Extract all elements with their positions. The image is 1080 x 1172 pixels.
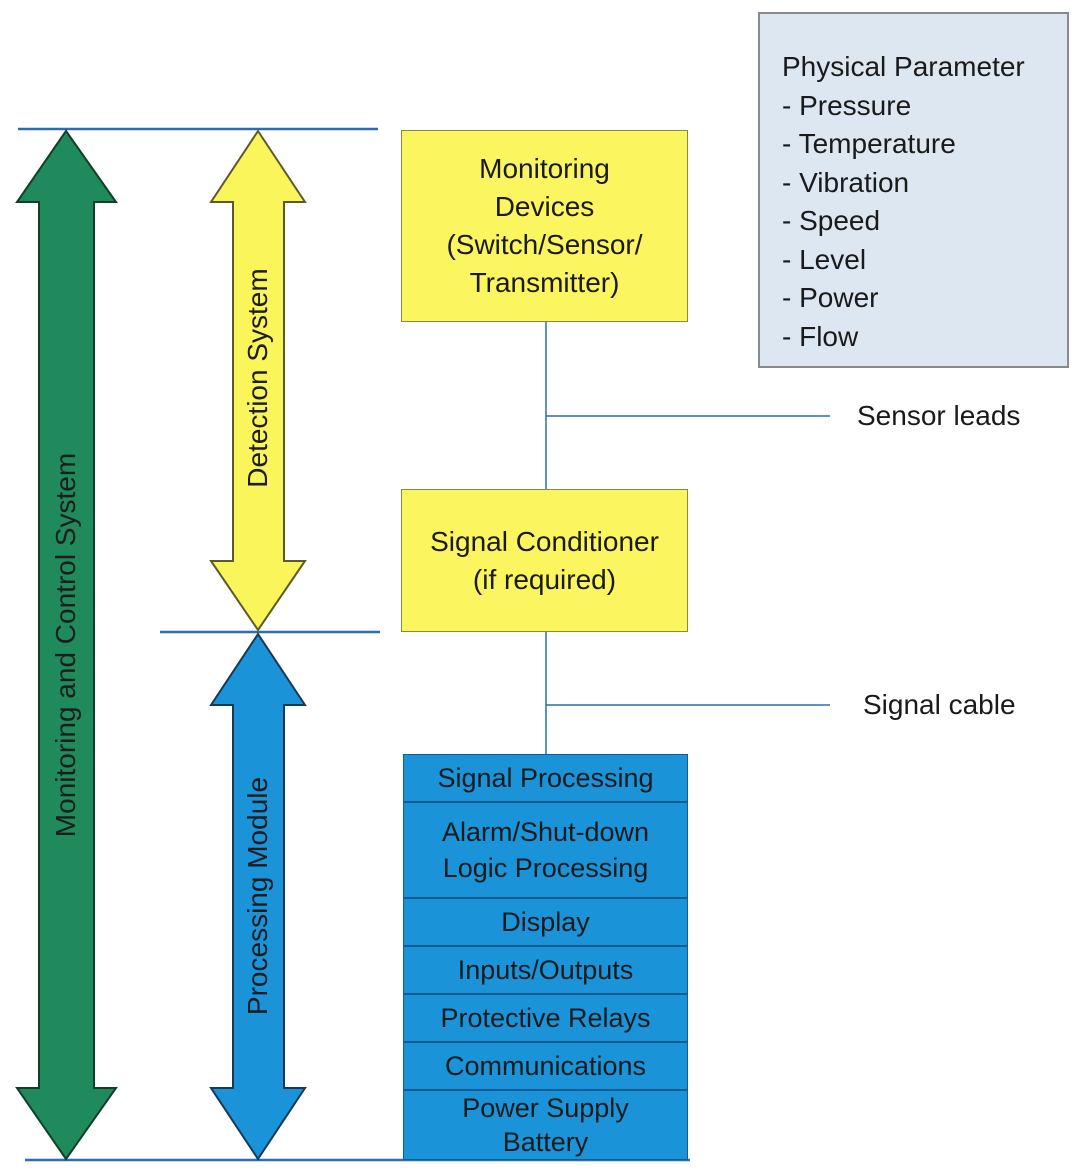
processing-module-arrow [209, 632, 307, 1161]
signal-cable-label: Signal cable [863, 689, 1016, 720]
processing-cell-label: Alarm/Shut-down [441, 817, 650, 847]
monitoring-devices-line-3: (Switch/Sensor/ [446, 229, 643, 260]
physical-parameter-legend: Physical Parameter - Pressure - Temperat… [758, 12, 1069, 368]
processing-module-label: Processing Module [242, 776, 273, 1016]
processing-cell-label: Display [501, 907, 590, 937]
signal-conditioner-line-1: Signal Conditioner [430, 525, 659, 557]
processing-cell-signal-processing: Signal Processing [403, 754, 688, 802]
processing-cell-alarm-logic: Alarm/Shut-down Logic Processing [403, 802, 688, 898]
monitoring-devices-line-4: Transmitter) [469, 267, 620, 298]
legend-item-pressure: - Pressure [782, 89, 912, 121]
processing-cell-label: Inputs/Outputs [457, 955, 634, 985]
monitoring-devices-line-2: Devices [494, 191, 595, 222]
legend-title: Physical Parameter [782, 51, 1025, 82]
processing-cell-communications: Communications [403, 1042, 688, 1090]
processing-cell-inputs-outputs: Inputs/Outputs [403, 946, 688, 994]
processing-cell-label: Communications [444, 1051, 647, 1081]
processing-cell-protective-relays: Protective Relays [403, 994, 688, 1042]
legend-item-level: - Level [782, 243, 867, 275]
processing-cell-label: Battery [502, 1127, 589, 1157]
monitoring-devices-box: Monitoring Devices (Switch/Sensor/ Trans… [401, 130, 688, 322]
processing-cell-label: Power Supply [462, 1093, 629, 1123]
detection-system-label: Detection System [242, 268, 273, 488]
monitoring-control-label: Monitoring and Control System [50, 452, 81, 838]
sensor-leads-label: Sensor leads [857, 400, 1021, 431]
processing-cell-display: Display [403, 898, 688, 946]
processing-cell-label: Protective Relays [440, 1003, 651, 1033]
detection-system-arrow [209, 129, 307, 632]
signal-conditioner-line-2: (if required) [472, 563, 617, 595]
processing-cell-label: Signal Processing [437, 763, 654, 793]
signal-conditioner-box: Signal Conditioner (if required) [401, 489, 688, 632]
processing-cell-power-supply: Power Supply Battery [403, 1090, 688, 1160]
legend-item-power: - Power [782, 282, 879, 313]
legend-item-temperature: - Temperature [782, 128, 956, 159]
monitoring-devices-line-1: Monitoring [479, 153, 610, 184]
legend-item-flow: - Flow [782, 320, 859, 352]
legend-item-speed: - Speed [782, 205, 881, 236]
legend-item-vibration: - Vibration [782, 166, 910, 198]
monitoring-control-arrow [15, 129, 118, 1161]
processing-cell-label: Logic Processing [442, 853, 649, 883]
